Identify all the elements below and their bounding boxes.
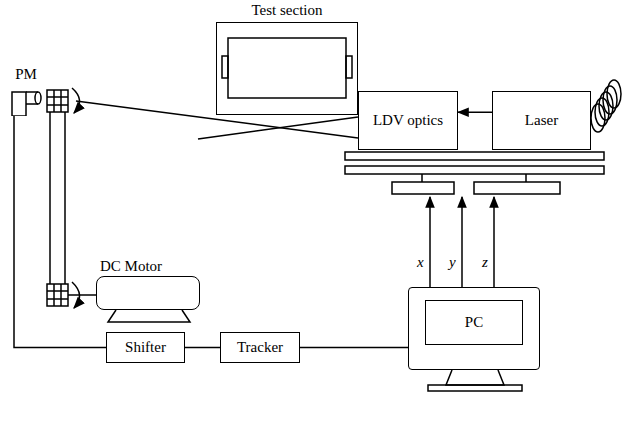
laser-box: Laser <box>492 91 591 150</box>
end-cap <box>346 56 352 78</box>
laser-beam <box>198 117 358 139</box>
node-label: PC <box>465 314 483 331</box>
axis-label: x <box>416 254 425 271</box>
motor-stand <box>108 310 190 322</box>
traverse-post <box>422 174 526 182</box>
shifter-box: Shifter <box>106 332 185 363</box>
pm-shape <box>6 86 46 116</box>
channel <box>228 38 346 98</box>
node-label: Shifter <box>125 339 166 356</box>
traverse-block <box>392 182 454 194</box>
traverse-plate <box>345 166 604 174</box>
node-outline: PC <box>408 287 540 370</box>
photomultiplier: PM <box>6 66 46 116</box>
connector <box>14 116 106 348</box>
node-outline <box>216 22 358 115</box>
node-label: Laser <box>525 112 558 129</box>
axis-label: y <box>448 254 457 271</box>
laser-beam <box>76 101 358 138</box>
node-label: LDV optics <box>373 112 443 129</box>
node-outline <box>96 276 200 310</box>
end-cap <box>222 56 228 78</box>
pc-monitor: PC <box>408 287 540 370</box>
connector <box>458 111 492 113</box>
pulley-grid <box>47 90 68 112</box>
node-heading: DC Motor <box>100 258 162 275</box>
connector <box>185 347 220 349</box>
node-outline <box>6 86 46 116</box>
pm-body <box>12 92 26 116</box>
monitor-stand <box>446 370 504 385</box>
pulley <box>47 284 68 306</box>
pulley-grid <box>47 284 68 306</box>
pulley <box>47 90 68 112</box>
node-outline: Laser <box>492 91 591 150</box>
node-outline: Shifter <box>106 332 185 363</box>
tracker-box: Tracker <box>220 332 300 363</box>
traverse-arrow <box>461 197 463 287</box>
node-label: Tracker <box>237 339 283 356</box>
node-heading: PM <box>6 66 46 83</box>
fibre-coil <box>607 80 621 108</box>
node-outline: LDV optics <box>358 91 458 150</box>
motor-shaft <box>68 294 96 296</box>
connector <box>300 347 408 349</box>
traverse-block <box>474 182 560 194</box>
rotation-arrow <box>72 88 80 113</box>
traverse-plate <box>345 152 604 160</box>
pm-window <box>35 92 41 104</box>
belt <box>50 112 65 284</box>
monitor-screen: PC <box>425 300 523 345</box>
dc-motor: DC Motor <box>96 258 200 310</box>
fibre-coil <box>603 86 617 114</box>
ldv-optics-box: LDV optics <box>358 91 458 150</box>
monitor-base <box>428 385 522 391</box>
traverse-arrow <box>493 197 495 287</box>
traverse-arrow <box>429 197 431 287</box>
rotation-arrow <box>72 282 80 308</box>
test-section: Test section <box>216 2 358 115</box>
node-heading: Test section <box>216 2 358 19</box>
axis-label: z <box>481 254 489 271</box>
node-outline: Tracker <box>220 332 300 363</box>
